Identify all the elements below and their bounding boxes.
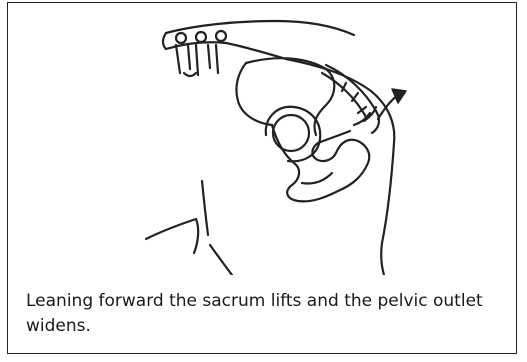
figure-caption: Leaning forward the sacrum lifts and the…	[26, 289, 486, 339]
back-contour	[286, 59, 394, 275]
iliac-crest	[236, 58, 334, 135]
pelvis-illustration	[126, 13, 426, 275]
body-outline	[146, 181, 232, 275]
figure-frame: Leaning forward the sacrum lifts and the…	[7, 2, 517, 354]
